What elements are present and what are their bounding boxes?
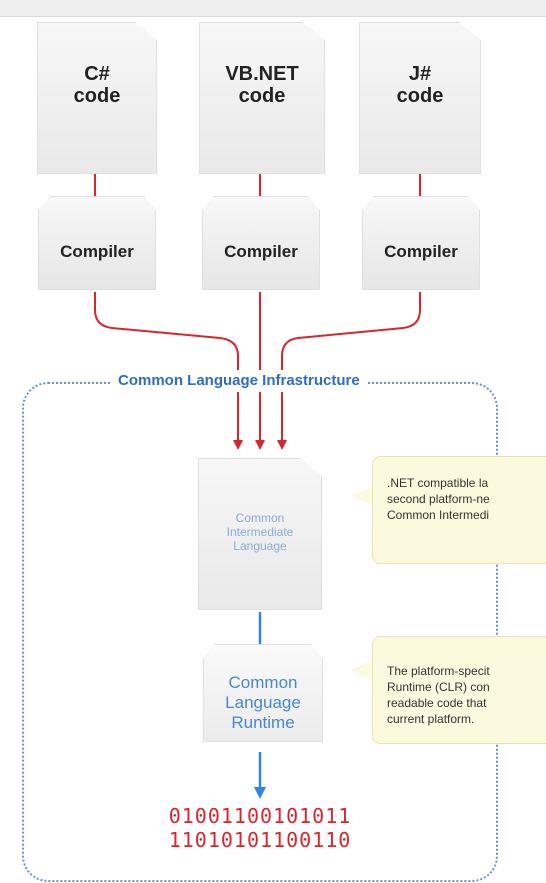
csharp-code-label: C# code <box>73 63 121 107</box>
jsharp-compiler-box: Compiler <box>362 196 480 290</box>
jsharp-code-label: J# code <box>396 63 444 107</box>
top-band <box>0 0 546 17</box>
cli-title: Common Language Infrastructure <box>112 370 366 392</box>
csharp-compiler-box: Compiler <box>38 196 156 290</box>
clr-label: Common Language Runtime <box>225 673 301 732</box>
intermediate-language-label: Common Intermediate Language <box>226 511 294 553</box>
note-tail-il <box>350 486 374 506</box>
note-clr: The platform-specit Runtime (CLR) con re… <box>372 636 546 744</box>
note-tail-clr <box>350 660 374 680</box>
arrow-compiler3-to-il <box>277 292 421 450</box>
vbnet-code-document: VB.NET code <box>199 22 325 174</box>
csharp-compiler-label: Compiler <box>60 242 134 261</box>
note-il: .NET compatible la second platform-ne Co… <box>372 456 546 564</box>
vbnet-code-label: VB.NET code <box>225 63 299 107</box>
csharp-code-document: C# code <box>37 22 157 174</box>
arrow-compiler1-to-il <box>94 292 243 450</box>
vbnet-compiler-box: Compiler <box>202 196 320 290</box>
intermediate-language-document: Common Intermediate Language <box>198 458 322 610</box>
vbnet-compiler-label: Compiler <box>224 242 298 261</box>
clr-box: Common Language Runtime <box>203 644 323 742</box>
binary-output: 01001100101011 11010101100110 <box>168 804 352 852</box>
jsharp-compiler-label: Compiler <box>384 242 458 261</box>
jsharp-code-document: J# code <box>359 22 481 174</box>
